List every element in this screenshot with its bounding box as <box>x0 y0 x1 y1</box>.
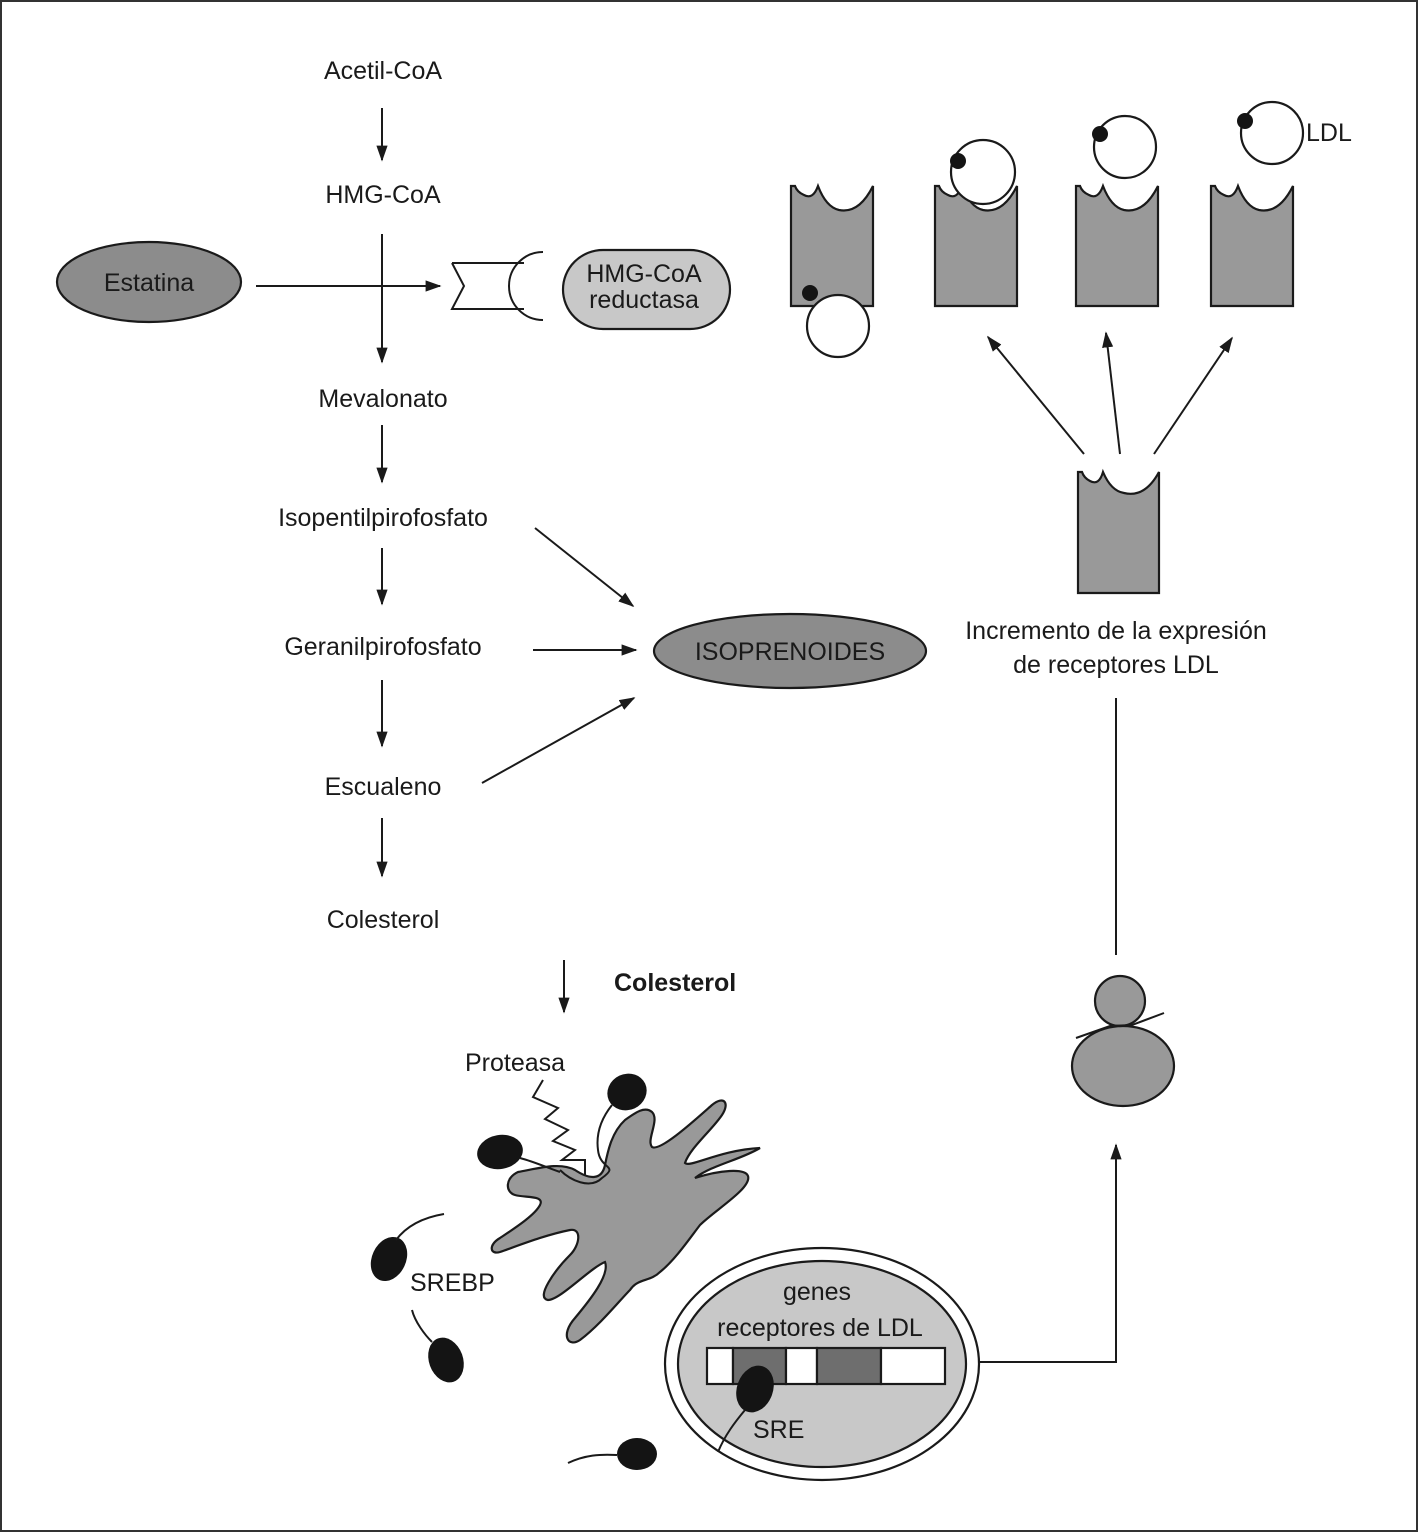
hmg-coa-reductasa-node <box>561 248 732 331</box>
acetil-coa-label: Acetil-CoA <box>324 57 442 85</box>
apob-dot-icon <box>802 285 818 301</box>
ldl-receptor <box>1209 182 1295 308</box>
new-ldl-receptor <box>1076 468 1161 595</box>
srebp-tether-nucleus <box>717 1409 746 1453</box>
srebp-particle-free1 <box>370 1236 408 1282</box>
statin-binding-site-icon <box>450 262 524 310</box>
enzyme-label-line2: reductasa <box>589 286 699 314</box>
mevalonato-label: Mevalonato <box>318 385 447 413</box>
ldl-label: LDL <box>1306 119 1352 147</box>
protease-zigzag-icon <box>531 1079 586 1175</box>
hmg-coa-label: HMG-CoA <box>325 181 441 209</box>
expression-label-line1: Incremento de la expresión <box>965 617 1267 645</box>
ldl-particle <box>1092 114 1158 180</box>
enzyme-pocket-icon <box>508 251 544 321</box>
colesterol-label: Colesterol <box>327 906 440 934</box>
ldl-receptor <box>789 182 875 308</box>
apob-dot-icon <box>950 153 966 169</box>
mrna-strand <box>1075 1012 1165 1039</box>
srebp-particle-free2 <box>428 1337 464 1383</box>
escualeno-label: Escualeno <box>325 773 442 801</box>
srebp-label: SREBP <box>410 1269 495 1297</box>
isoprenoides-node <box>652 612 928 690</box>
sre-label: SRE <box>753 1416 804 1444</box>
srebp-tether-top <box>559 1104 613 1185</box>
ldl-receptor <box>1074 182 1160 308</box>
ldl-particle <box>949 138 1017 206</box>
gene-segment-5 <box>879 1346 947 1386</box>
estatina-label: Estatina <box>104 269 194 297</box>
apob-dot-icon <box>1092 126 1108 142</box>
ribosome-small-subunit <box>1093 974 1147 1028</box>
srebp-tether-left <box>519 1157 561 1173</box>
srebp-tether-free1 <box>395 1213 445 1241</box>
isopentilpirofosfato-label: Isopentilpirofosfato <box>278 504 488 532</box>
estatina-node <box>55 240 243 324</box>
arrow-receptor-right <box>1153 336 1233 455</box>
expression-label-line2: de receptores LDL <box>1013 651 1219 679</box>
endoplasmic-reticulum <box>490 1099 761 1344</box>
geranilpirofosfato-label: Geranilpirofosfato <box>284 633 481 661</box>
colesterol-bold-label: Colesterol <box>614 969 736 997</box>
srebp-tether-free3 <box>567 1453 618 1464</box>
ldl-particle <box>1239 100 1305 166</box>
apob-dot-icon <box>1237 113 1253 129</box>
srebp-particle-left <box>477 1134 523 1170</box>
arrow-receptor-middle <box>1102 331 1121 455</box>
isoprenoides-label: ISOPRENOIDES <box>695 638 885 666</box>
connector-nucleus-to-ribosome <box>980 1143 1122 1363</box>
gene-segment-4 <box>815 1346 883 1386</box>
arrow-receptor-left <box>986 335 1085 455</box>
genes-label-line1: genes <box>783 1278 851 1306</box>
srebp-particle-free3 <box>617 1438 657 1470</box>
ldl-receptors-group <box>789 100 1305 359</box>
enzyme-label-line1: HMG-CoA <box>586 260 702 288</box>
srebp-particle-top <box>607 1073 647 1111</box>
srebp-tether-free2 <box>411 1309 433 1343</box>
arrow-isopentil-to-isoprenoides <box>534 527 635 607</box>
gene-segment-1 <box>705 1346 735 1386</box>
ribosome-large-subunit <box>1070 1024 1176 1108</box>
arrow-escualeno-to-isoprenoides <box>481 697 636 784</box>
gene-segment-3 <box>784 1346 819 1386</box>
srebp-bound-sre <box>736 1365 774 1413</box>
genes-label-line2: receptores de LDL <box>717 1314 923 1342</box>
ldl-particle <box>805 293 871 359</box>
proteasa-label: Proteasa <box>465 1049 565 1077</box>
